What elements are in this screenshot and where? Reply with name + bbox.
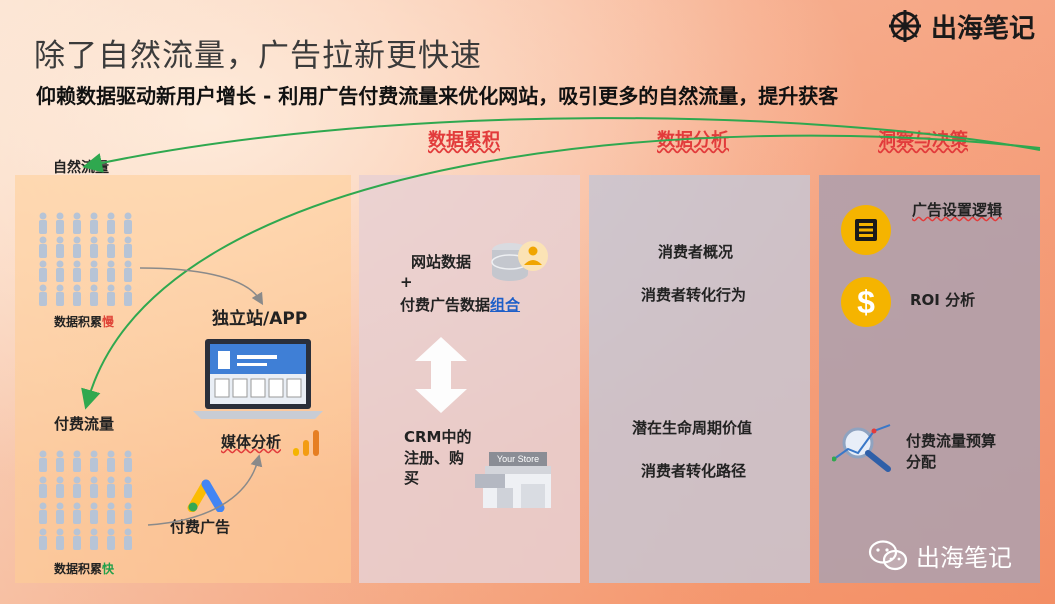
budget-line-1: 付费流量预算 <box>906 432 997 450</box>
paid-rate-prefix: 数据积累 <box>54 562 103 576</box>
organic-accumulation-rate: 数据积累慢 <box>54 313 114 330</box>
wechat-icon <box>868 539 908 570</box>
paid-ads-label: 付费广告 <box>170 518 231 536</box>
database-user-icon <box>491 241 548 281</box>
ad-data-combine-label: 付费广告数据组合 <box>400 295 520 316</box>
feedback-arrow-paid <box>81 134 1041 410</box>
ad-data-prefix: 付费广告数据 <box>400 296 491 314</box>
anchor-logo-icon <box>889 10 921 42</box>
stage-accumulate: 数据累积 <box>428 130 500 151</box>
wechat-watermark: 出海笔记 <box>868 538 1012 573</box>
panel-data-accumulation <box>359 175 580 583</box>
crm-line-2: 注册、购 <box>404 449 465 467</box>
store-icon: Your Store <box>475 452 551 508</box>
ad-settings-icon <box>841 205 891 255</box>
bar-chart-icon <box>293 430 319 456</box>
ads-to-media-arrow <box>147 454 263 526</box>
site-data-label: 网站数据 <box>411 253 472 271</box>
crm-line-3: 买 <box>404 469 420 487</box>
magnifier-analytics-icon <box>832 424 891 472</box>
potential-lifetime-value: 潜在生命周期价值 <box>632 419 753 437</box>
page-title: 除了自然流量，广告拉新更快速 <box>34 38 482 74</box>
panel-data-analysis <box>589 175 810 583</box>
stage-analyze: 数据分析 <box>657 130 729 151</box>
list-document-icon <box>855 219 877 241</box>
plus-sign: + <box>400 273 413 291</box>
site-app-label: 独立站/APP <box>212 309 308 329</box>
paid-accumulation-rate: 数据积累快 <box>54 560 114 577</box>
paid-traffic-label: 付费流量 <box>54 415 115 433</box>
brand-logo: 出海笔记 <box>883 6 1055 46</box>
laptop-store-icon <box>193 339 323 419</box>
organic-rate-prefix: 数据积累 <box>54 315 103 329</box>
feedback-arrow-organic <box>82 117 1041 173</box>
bidirectional-arrow-icon <box>415 337 467 413</box>
roi-analysis-label: ROI 分析 <box>910 291 976 309</box>
media-analysis-label: 媒体分析 <box>221 433 282 451</box>
paid-rate-speed: 快 <box>102 562 115 576</box>
budget-line-2: 分配 <box>906 453 937 471</box>
google-ads-icon <box>187 479 225 512</box>
page-subtitle: 仰赖数据驱动新用户增长 - 利用广告付费流量来优化网站，吸引更多的自然流量，提升… <box>36 84 839 108</box>
consumer-conversion-behavior: 消费者转化行为 <box>641 286 747 304</box>
brand-logo-text: 出海笔记 <box>931 13 1036 44</box>
paid-users-icon <box>39 450 132 550</box>
roi-dollar-icon: $ <box>841 277 891 327</box>
dollar-sign: $ <box>857 283 875 320</box>
ad-settings-logic-label: 广告设置逻辑 <box>912 201 1003 219</box>
organic-users-icon <box>39 212 132 306</box>
organic-to-site-arrow <box>139 267 264 306</box>
crm-line-1: CRM中的 <box>404 428 472 446</box>
ad-data-combine: 组合 <box>490 296 521 314</box>
store-sign: Your Store <box>489 452 547 466</box>
organic-rate-speed: 慢 <box>102 315 115 329</box>
consumer-profile: 消费者概况 <box>658 243 734 261</box>
watermark-text: 出海笔记 <box>916 544 1012 572</box>
consumer-conversion-path: 消费者转化路径 <box>641 462 747 480</box>
